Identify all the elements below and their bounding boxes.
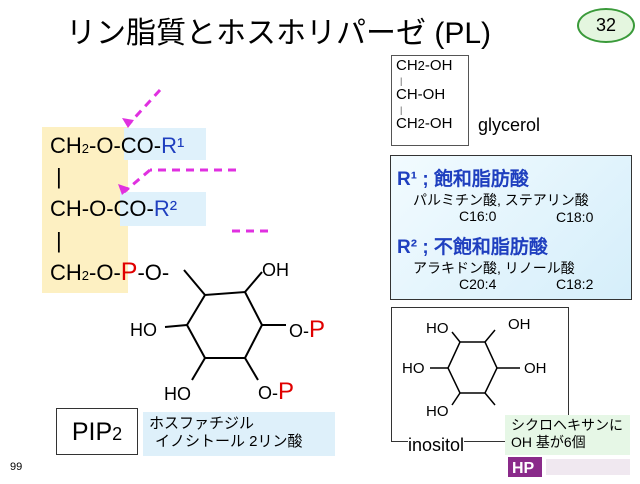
r2-label: R²: [153, 196, 178, 221]
text: CH: [50, 260, 82, 285]
inositol-ring-small: [430, 329, 520, 406]
line-sn2: CH-O-CO-R²: [50, 196, 177, 222]
text: CO-: [113, 196, 154, 221]
text: 2: [417, 116, 425, 131]
text: OH 基が6個: [511, 434, 586, 450]
text: O-: [258, 383, 278, 403]
r1-names: パルミチン酸, ステアリン酸: [413, 192, 589, 208]
r1-label: R¹: [161, 133, 185, 158]
line-sn1: CH2-O-CO-R¹: [50, 133, 184, 159]
acyl2-highlight: [120, 192, 206, 226]
r1-heading: R¹ ; 飽和脂肪酸: [397, 169, 529, 190]
phosphate-p: P: [120, 258, 138, 286]
slide-number-badge: 32: [577, 8, 635, 43]
o-p-label: O-P: [289, 316, 325, 344]
phosphate-p: P: [309, 316, 326, 343]
text: CH-OH: [396, 86, 446, 103]
fatty-acid-box: R¹ ; 飽和脂肪酸 パルミチン酸, ステアリン酸 C16:0 C18:0 R²…: [390, 155, 632, 300]
ho-label: HO: [426, 320, 449, 337]
arrowhead: [118, 184, 130, 195]
text: イノシトール 2リン酸: [155, 433, 303, 450]
r2-heading: R² ; 不飽和脂肪酸: [397, 237, 548, 258]
text: -O-: [89, 133, 121, 158]
text: ホスファチジル: [149, 415, 255, 432]
text: CH: [396, 57, 418, 74]
bond: |: [56, 228, 62, 253]
text: PIP: [71, 418, 113, 446]
ho-label: HO: [426, 403, 449, 420]
arrowhead: [122, 118, 134, 128]
ho-label: HO: [130, 320, 157, 340]
page-number: 99: [10, 461, 23, 473]
line-sn3: CH2CH-O--O-P-O-: [50, 258, 170, 286]
text: CH: [50, 133, 82, 158]
oh-label: OH: [262, 260, 289, 280]
text: 2: [81, 268, 90, 283]
glycerol-box: CH2-OH | CH-OH | CH2-OH: [391, 55, 469, 146]
bond: |: [400, 75, 403, 86]
glycerol-backbone-highlight: [42, 127, 128, 293]
r2-names: アラキドン酸, リノール酸: [413, 260, 575, 276]
oh-label: OH: [508, 316, 531, 333]
oh-label: OH: [524, 360, 547, 377]
bond: |: [400, 104, 403, 115]
text: 2: [417, 58, 425, 73]
text: -OH: [424, 57, 453, 74]
r1-c1: C16:0: [459, 208, 497, 224]
page-title: リン脂質とホスホリパーゼ (PL): [66, 17, 492, 50]
r2-c2: C18:2: [556, 276, 594, 292]
ho-label: HO: [402, 360, 425, 377]
o-p-label: O-P: [258, 378, 294, 406]
svg-text:HP: HP: [512, 460, 535, 477]
text: -O-: [137, 260, 170, 285]
pip2-description: ホスファチジルイノシトール 2リン酸: [143, 412, 335, 456]
glycerol-label: glycerol: [478, 115, 541, 135]
inositol-ring: [164, 269, 286, 381]
text: O-: [289, 321, 309, 341]
r1-c2: C18:0: [556, 209, 594, 225]
text: CO-: [120, 133, 162, 158]
bond: |: [56, 164, 62, 189]
text: 2: [81, 141, 90, 156]
pip2-box: PIP2: [56, 408, 138, 455]
text: -OH: [424, 115, 453, 132]
text: シクロヘキサンに: [511, 417, 623, 433]
inositol-box: [391, 307, 569, 442]
acyl1-highlight: [124, 128, 206, 160]
publisher-logo: HP: [508, 455, 632, 479]
ho-label: HO: [164, 384, 191, 404]
text: CH: [396, 115, 418, 132]
r2-c1: C20:4: [459, 276, 497, 292]
text: CH-O-: [50, 196, 114, 221]
pla1-arrow: [126, 88, 162, 127]
phosphate-p: P: [278, 378, 295, 405]
inositol-label: inositol: [408, 435, 465, 456]
text: 2: [112, 424, 123, 444]
